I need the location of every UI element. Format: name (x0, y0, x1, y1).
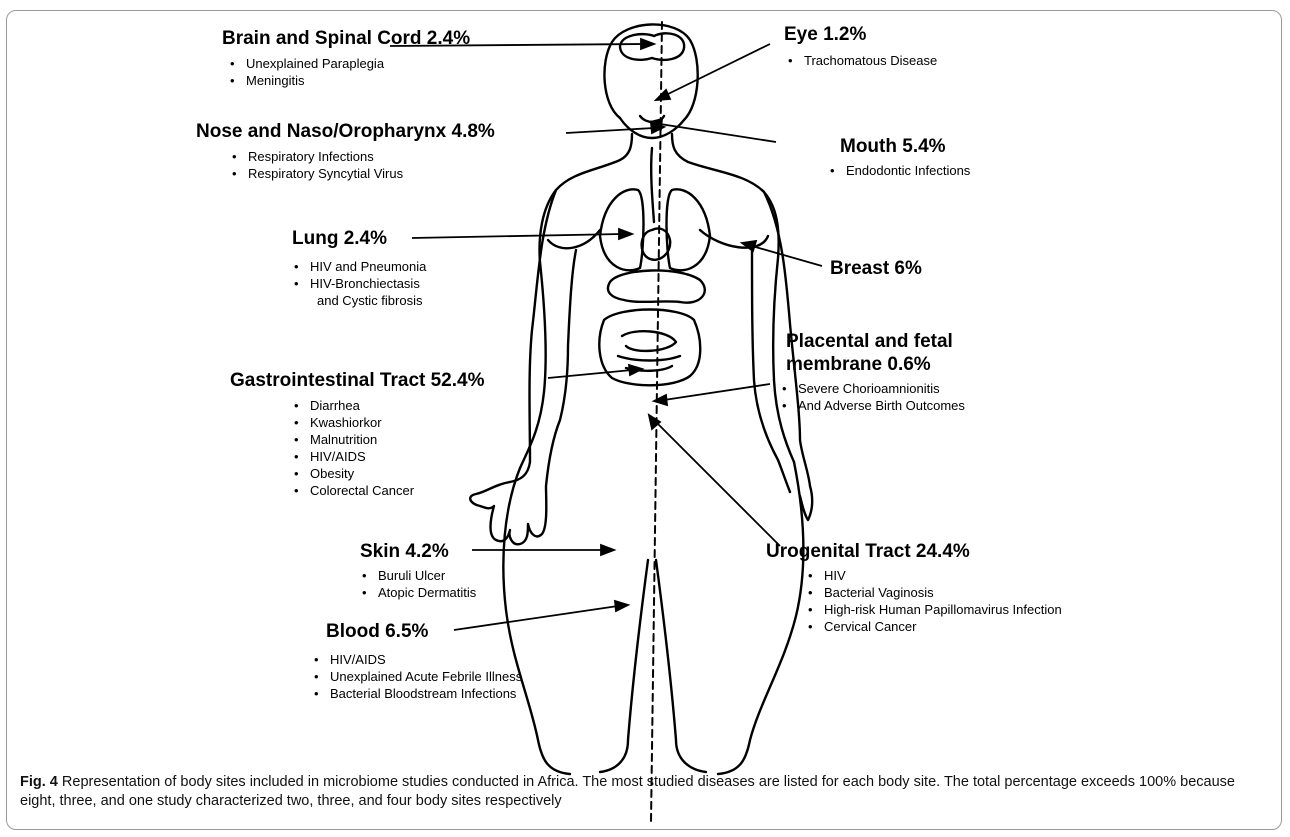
list-item: Kwashiorkor (290, 414, 414, 431)
brain (620, 33, 684, 60)
list-item: HIV/AIDS (290, 448, 414, 465)
brain-disease-list: Unexplained Paraplegia Meningitis (226, 55, 384, 89)
arrow-placenta (654, 384, 770, 405)
list-item: Cervical Cancer (804, 618, 1062, 635)
left-arm-outline (470, 190, 576, 544)
gastrointestinal-disease-list: Diarrhea Kwashiorkor Malnutrition HIV/AI… (290, 397, 414, 499)
eye-label: Eye 1.2% (784, 24, 866, 46)
list-item: Unexplained Acute Febrile Illness (310, 668, 522, 685)
nose-disease-list: Respiratory Infections Respiratory Syncy… (228, 148, 403, 182)
list-item: HIV and Pneumonia (290, 258, 426, 275)
list-item: Obesity (290, 465, 414, 482)
list-item: Respiratory Infections (228, 148, 403, 165)
arrow-blood (454, 601, 628, 630)
lung-disease-list: HIV and Pneumonia HIV-Bronchiectasis and… (290, 258, 426, 309)
small-intestine (618, 331, 680, 371)
gastrointestinal-label: Gastrointestinal Tract 52.4% (230, 370, 485, 392)
list-item: Colorectal Cancer (290, 482, 414, 499)
figure-caption-text: Representation of body sites included in… (20, 774, 1235, 809)
list-item: Buruli Ulcer (358, 567, 476, 584)
arrow-urogenital (649, 415, 780, 546)
skin-label: Skin 4.2% (360, 541, 449, 563)
mouth-disease-list: Endodontic Infections (826, 162, 970, 179)
figure-caption: Fig. 4 Representation of body sites incl… (20, 773, 1270, 811)
list-item: HIV-Bronchiectasis (290, 275, 426, 292)
placenta-label-line2: membrane 0.6% (786, 354, 931, 376)
placenta-label-line1: Placental and fetal (786, 331, 953, 353)
mouth-label: Mouth 5.4% (840, 136, 946, 158)
skin-disease-list: Buruli Ulcer Atopic Dermatitis (358, 567, 476, 601)
arrow-nose (566, 123, 664, 133)
eye-disease-list: Trachomatous Disease (784, 52, 937, 69)
list-item: Bacterial Bloodstream Infections (310, 685, 522, 702)
brain-label: Brain and Spinal Cord 2.4% (222, 28, 470, 50)
arrow-gi (548, 365, 642, 378)
list-item: HIV/AIDS (310, 651, 522, 668)
nose-label: Nose and Naso/Oropharynx 4.8% (196, 121, 495, 143)
blood-label: Blood 6.5% (326, 621, 428, 643)
list-item: And Adverse Birth Outcomes (778, 397, 965, 414)
arrow-mouth (650, 119, 776, 142)
blood-disease-list: HIV/AIDS Unexplained Acute Febrile Illne… (310, 651, 522, 702)
list-item: Respiratory Syncytial Virus (228, 165, 403, 182)
list-item: Diarrhea (290, 397, 414, 414)
arrow-skin (472, 545, 614, 555)
list-item: Severe Chorioamnionitis (778, 380, 965, 397)
urogenital-disease-list: HIV Bacterial Vaginosis High-risk Human … (804, 567, 1062, 635)
list-item: Bacterial Vaginosis (804, 584, 1062, 601)
torso-outline (520, 134, 632, 468)
digestive-tract (651, 148, 654, 222)
list-item: Endodontic Infections (826, 162, 970, 179)
list-item: Atopic Dermatitis (358, 584, 476, 601)
urogenital-label: Urogenital Tract 24.4% (766, 541, 970, 563)
list-item: High-risk Human Papillomavirus Infection (804, 601, 1062, 618)
list-item: and Cystic fibrosis (290, 292, 426, 309)
lung-label: Lung 2.4% (292, 228, 387, 250)
large-intestine (599, 310, 700, 386)
arrow-eye (656, 44, 770, 100)
placenta-disease-list: Severe Chorioamnionitis And Adverse Birt… (778, 380, 965, 414)
figure-caption-label: Fig. 4 (20, 774, 58, 790)
stomach (608, 270, 705, 302)
list-item: HIV (804, 567, 1062, 584)
list-item: Meningitis (226, 72, 384, 89)
breast-label: Breast 6% (830, 258, 922, 280)
list-item: Unexplained Paraplegia (226, 55, 384, 72)
list-item: Malnutrition (290, 431, 414, 448)
list-item: Trachomatous Disease (784, 52, 937, 69)
